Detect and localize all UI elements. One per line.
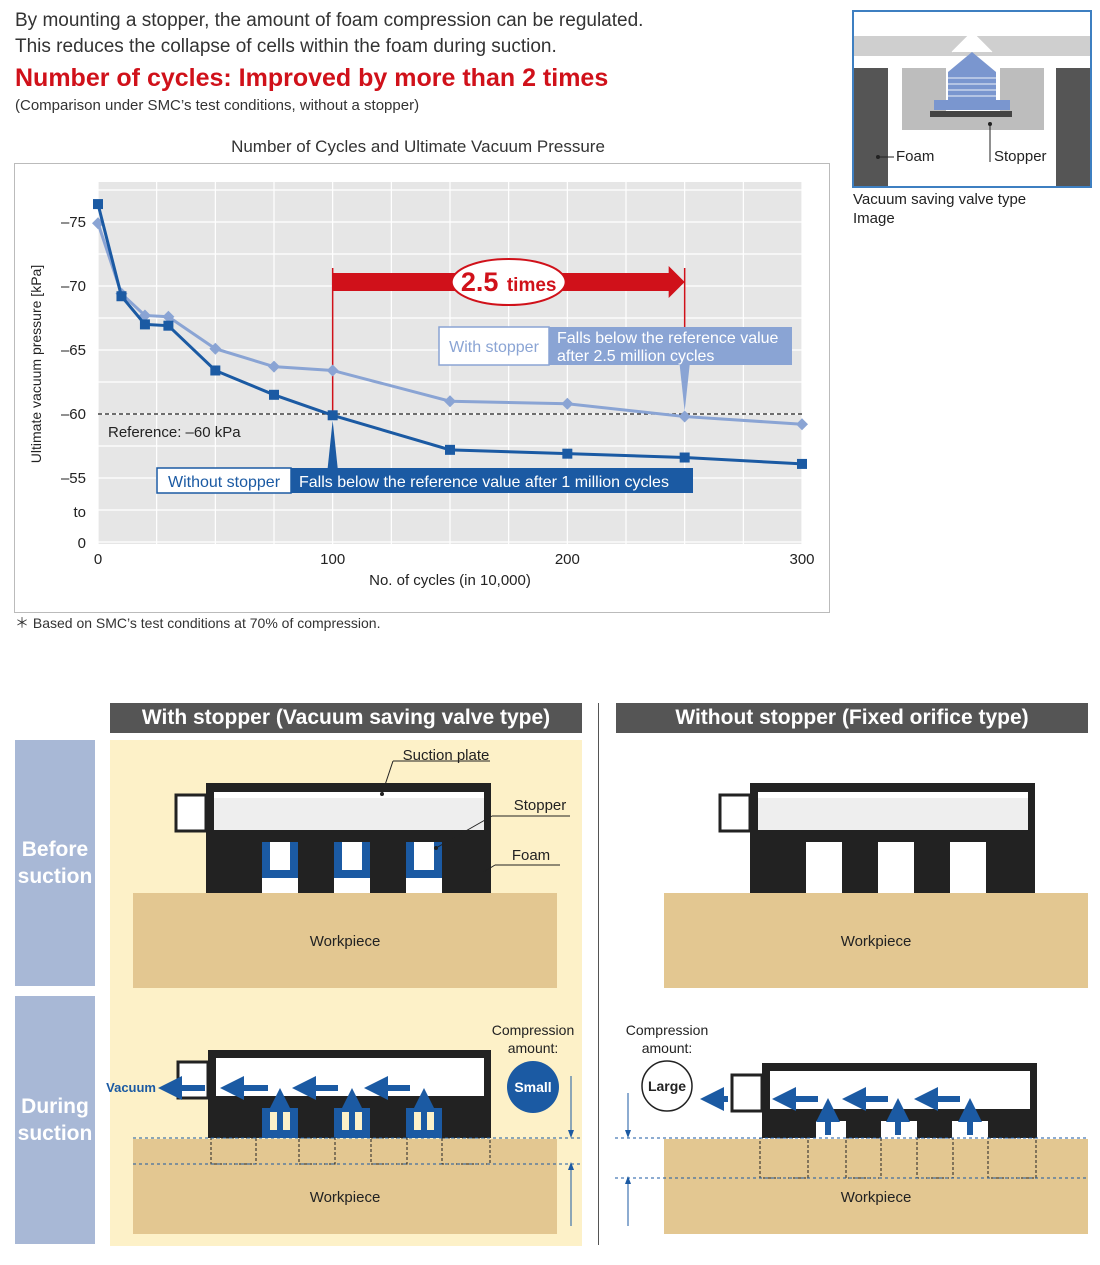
compression-label-right-1: Compression (626, 1022, 708, 1038)
data-point-without-stopper (210, 365, 221, 376)
compression-label-left-1: Compression (492, 1022, 574, 1038)
section-divider (598, 703, 599, 1245)
valve-image: Foam Stopper (854, 31, 1090, 186)
image-caption-2: Image (853, 210, 895, 227)
image-caption-1: Vacuum saving valve type (853, 191, 1027, 208)
y-tick-labels: –75 –70 –65 –60 –55 to 0 (61, 214, 86, 552)
foam-callout: Foam (512, 847, 550, 864)
suction-plate-label: Suction plate (403, 747, 490, 764)
without-stopper-note-box (291, 468, 693, 493)
with-stopper-title: With stopper (Vacuum saving valve type) (110, 703, 582, 733)
data-point-without-stopper (679, 452, 690, 463)
compression-small-badge: Small (514, 1079, 551, 1095)
compression-large-badge: Large (648, 1078, 686, 1094)
footnote: ＊ Based on SMC’s test conditions at 70% … (15, 615, 381, 631)
x-tick-label: 100 (320, 551, 345, 568)
intro-text: By mounting a stopper, the amount of foa… (15, 8, 643, 60)
row-label-during: During suction (15, 996, 95, 1244)
data-point-with-stopper (796, 418, 808, 431)
data-point-with-stopper (444, 395, 456, 408)
stopper-label: Stopper (994, 148, 1047, 165)
reference-label: Reference: –60 kPa (108, 424, 241, 441)
row-label-before-2: suction (17, 865, 93, 888)
y-axis-label: Ultimate vacuum pressure [kPa] (28, 265, 44, 463)
y-tick-label: –70 (61, 278, 86, 295)
workpiece-label-left-during: Workpiece (310, 1189, 381, 1206)
y-tick-label: –55 (61, 470, 86, 487)
data-point-without-stopper (327, 410, 338, 421)
data-point-without-stopper (163, 320, 174, 331)
compression-label-left-2: amount: (508, 1040, 559, 1056)
without-stopper-before (664, 783, 1088, 988)
intro-line-2: This reduces the collapse of cells withi… (15, 36, 557, 57)
data-point-without-stopper (562, 448, 573, 459)
data-point-with-stopper (209, 342, 222, 355)
ratio-text: 2.5 times (461, 267, 557, 297)
with-stopper-pointer (679, 365, 690, 412)
row-label-during-2: suction (17, 1122, 93, 1145)
y-tick-label: 0 (78, 535, 86, 552)
workpiece-label-left-before: Workpiece (310, 933, 381, 950)
data-point-with-stopper (138, 309, 151, 322)
with-stopper-note-box (549, 327, 792, 365)
compression-label-right-2: amount: (642, 1040, 693, 1056)
ratio-badge (450, 258, 567, 306)
data-point-without-stopper (93, 199, 103, 210)
stopper-callout: Stopper (514, 797, 567, 814)
x-tick-label: 200 (555, 551, 580, 568)
without-stopper-title: Without stopper (Fixed orifice type) (616, 703, 1088, 733)
series-layer (92, 199, 808, 469)
data-point-with-stopper (561, 397, 574, 410)
without-stopper-note: Falls below the reference value after 1 … (299, 474, 669, 491)
without-stopper-pointer (327, 420, 338, 468)
comparison-note: (Comparison under SMC’s test conditions,… (15, 97, 420, 114)
y-tick-label: –60 (61, 406, 86, 423)
workpiece-label-right-during: Workpiece (841, 1189, 912, 1206)
row-label-before-1: Before (21, 838, 89, 861)
data-point-without-stopper (139, 319, 150, 330)
x-tick-label: 0 (94, 551, 102, 568)
y-tick-label: to (73, 504, 86, 521)
without-stopper-label: Without stopper (168, 474, 281, 491)
y-tick-label: –65 (61, 342, 86, 359)
data-point-with-stopper (326, 364, 339, 377)
comparison-diagram: Suction plate Stopper Foam Workpiece (106, 740, 1088, 1246)
valve-image-box: Foam Stopper (852, 10, 1092, 188)
chart-svg: Reference: –60 kPa 2.5 times With stoppe… (28, 182, 815, 589)
with-stopper-note-1: Falls below the reference value (557, 330, 779, 347)
workpiece-label-right-before: Workpiece (841, 933, 912, 950)
with-stopper-label: With stopper (449, 339, 539, 356)
data-point-without-stopper (797, 458, 807, 469)
data-point-without-stopper (445, 444, 455, 455)
chart-title: Number of Cycles and Ultimate Vacuum Pre… (231, 137, 605, 156)
x-tick-labels: 0 100 200 300 (94, 551, 815, 568)
vacuum-label: Vacuum (106, 1080, 156, 1095)
foam-label: Foam (896, 148, 934, 165)
row-label-during-1: During (21, 1095, 89, 1118)
data-point-with-stopper (268, 360, 280, 373)
data-point-without-stopper (269, 389, 279, 400)
with-stopper-before (133, 760, 570, 988)
data-point-with-stopper (162, 310, 175, 323)
data-point-with-stopper (678, 410, 691, 423)
row-label-before: Before suction (15, 740, 95, 986)
chart-frame (14, 163, 830, 613)
x-axis-label: No. of cycles (in 10,000) (369, 572, 531, 589)
headline: Number of cycles: Improved by more than … (15, 64, 609, 92)
data-point-without-stopper (116, 291, 127, 302)
with-stopper-note-2: after 2.5 million cycles (557, 348, 714, 365)
x-tick-label: 300 (789, 551, 814, 568)
without-stopper-during (615, 1060, 1088, 1234)
with-stopper-during (133, 1050, 580, 1234)
intro-line-1: By mounting a stopper, the amount of foa… (15, 10, 644, 31)
image-caption: Vacuum saving valve type Image (853, 190, 1026, 228)
y-tick-label: –75 (61, 214, 86, 231)
